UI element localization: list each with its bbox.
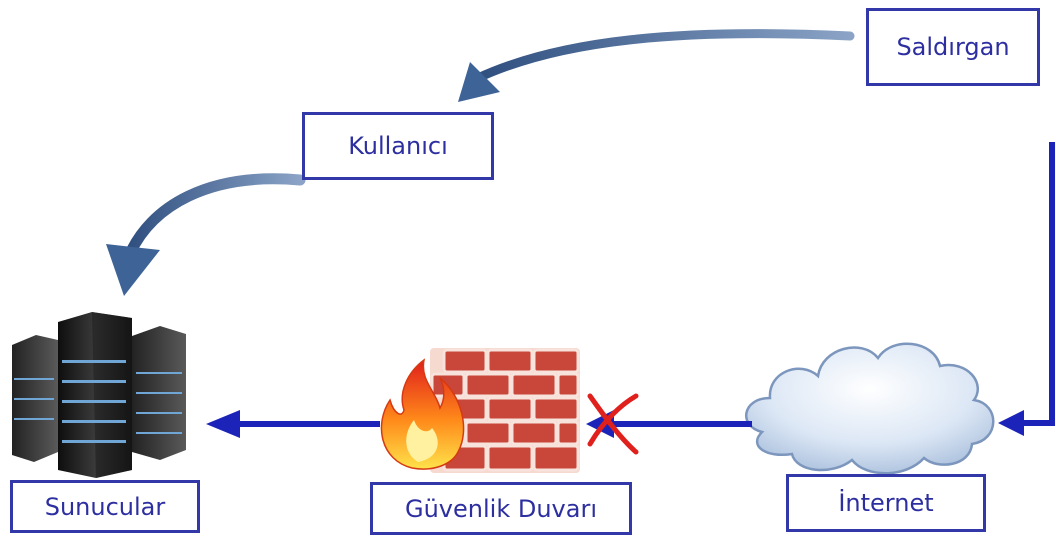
attacker-label: Saldırgan: [866, 8, 1040, 86]
firewall-icon: [430, 348, 580, 473]
curved-arrow-user-to-servers: [106, 173, 306, 296]
flow-arrow-firewall-to-servers: [206, 410, 380, 438]
servers-icon: [12, 312, 186, 478]
internet-label: İnternet: [786, 474, 986, 532]
blocked-x-icon: [587, 393, 639, 455]
attacker-path-to-internet: [998, 142, 1055, 436]
firewall-label: Güvenlik Duvarı: [370, 482, 632, 535]
servers-label: Sunucular: [10, 480, 200, 533]
user-label: Kullanıcı: [302, 112, 494, 180]
cloud-icon: [745, 342, 995, 475]
flame-icon: [380, 358, 465, 470]
curved-arrow-attacker-to-user: [458, 29, 855, 102]
